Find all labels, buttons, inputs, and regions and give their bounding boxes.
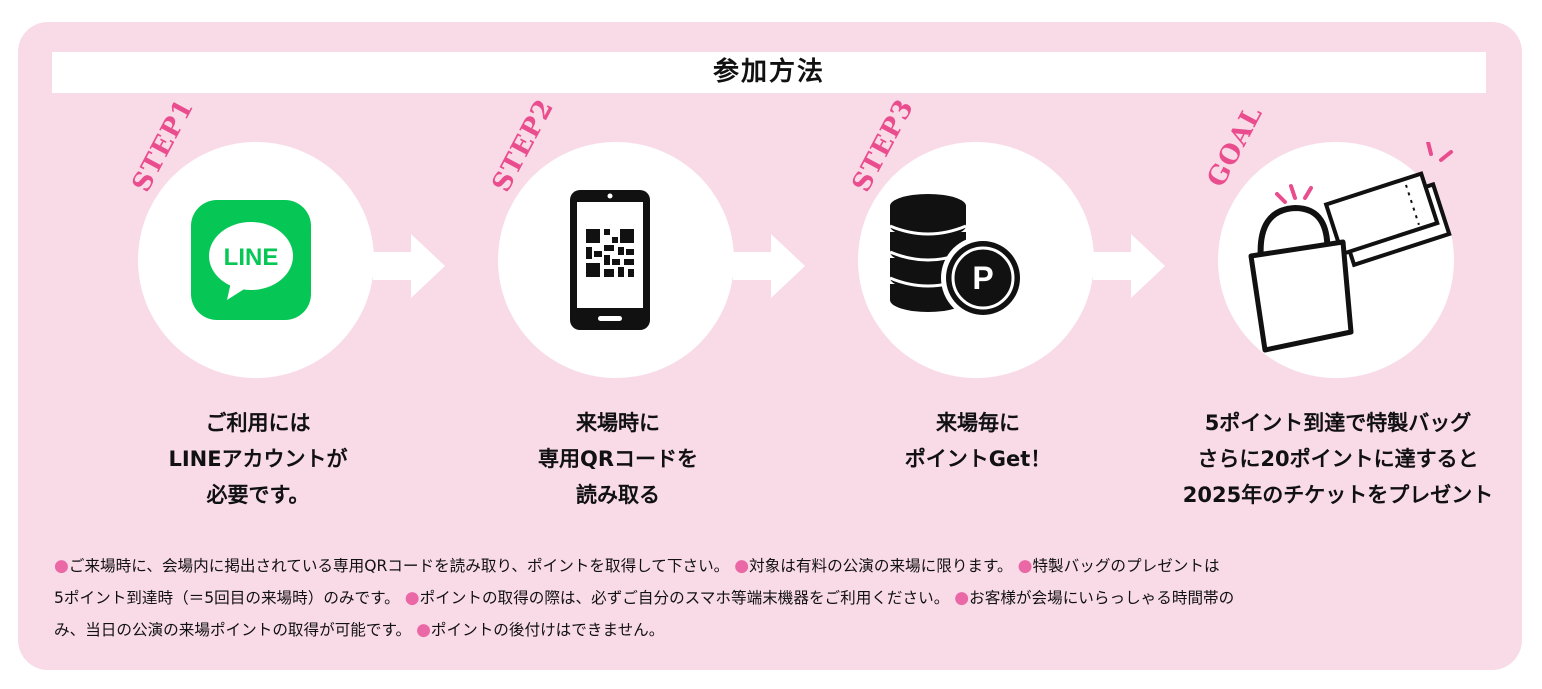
notes-line: み、当日の公演の来場ポイントの取得が可能です。 ●ポイントの後付けはできません。 bbox=[54, 614, 1504, 646]
notes-line: 5ポイント到達時（＝5回目の来場時）のみです。 ●ポイントの取得の際は、必ずご自… bbox=[54, 582, 1504, 614]
section-title: 参加方法 bbox=[52, 52, 1486, 93]
line-app-icon: LINE bbox=[191, 200, 311, 320]
note-text: ご来場時に、会場内に掲出されている専用QRコードを読み取り、ポイントを取得して下… bbox=[68, 557, 730, 575]
bullet-icon: ● bbox=[954, 588, 970, 608]
caption-line: 読み取る bbox=[576, 483, 660, 507]
bag-and-tickets-icon bbox=[1248, 142, 1453, 353]
notes: ●ご来場時に、会場内に掲出されている専用QRコードを読み取り、ポイントを取得して… bbox=[54, 550, 1504, 646]
bullet-icon: ● bbox=[734, 556, 750, 576]
bullet-icon: ● bbox=[1017, 556, 1033, 576]
arrow-right-icon bbox=[733, 234, 805, 298]
note-text: 5ポイント到達時（＝5回目の来場時）のみです。 bbox=[54, 589, 400, 607]
caption-line: ポイントGet！ bbox=[904, 447, 1052, 471]
goal-caption: 5ポイント到達で特製バッグ さらに20ポイントに達すると 2025年のチケットを… bbox=[1143, 405, 1533, 513]
arrow-right-icon bbox=[1093, 234, 1165, 298]
step-3-caption: 来場毎に ポイントGet！ bbox=[783, 405, 1173, 477]
caption-line: 来場毎に bbox=[936, 411, 1020, 435]
arrow-right-icon bbox=[373, 234, 445, 298]
bullet-icon: ● bbox=[404, 588, 420, 608]
point-p-text: P bbox=[972, 260, 993, 296]
step-3: STEP3 P 来場毎に bbox=[783, 94, 1143, 522]
caption-line: 来場時に bbox=[576, 411, 660, 435]
note-text: お客様が会場にいらっしゃる時間帯の bbox=[969, 589, 1235, 607]
note-text: 対象は有料の公演の来場に限ります。 bbox=[749, 557, 1013, 575]
caption-line: さらに20ポイントに達すると bbox=[1197, 447, 1479, 471]
caption-line: LINEアカウントが bbox=[168, 447, 348, 471]
participation-panel: 参加方法 STEP1 LINE ご利用には LINEアカウントが 必要です。 S… bbox=[18, 22, 1522, 670]
caption-line: 必要です。 bbox=[206, 483, 310, 507]
caption-line: ご利用には bbox=[205, 411, 311, 435]
line-icon-text: LINE bbox=[224, 244, 279, 271]
bullet-icon: ● bbox=[416, 620, 431, 640]
notes-line: ●ご来場時に、会場内に掲出されている専用QRコードを読み取り、ポイントを取得して… bbox=[54, 550, 1504, 582]
note-text: み、当日の公演の来場ポイントの取得が可能です。 bbox=[54, 621, 412, 639]
step-goal: GOAL 5ポイント到達で特製バッグ さらに20ポイントに達すると bbox=[1143, 101, 1503, 522]
caption-line: 専用QRコードを bbox=[537, 447, 699, 471]
bullet-icon: ● bbox=[54, 556, 69, 576]
note-text: ポイントの取得の際は、必ずご自分のスマホ等端末機器をご利用ください。 bbox=[419, 589, 950, 607]
step-1-caption: ご利用には LINEアカウントが 必要です。 bbox=[63, 405, 453, 513]
step-1: STEP1 LINE ご利用には LINEアカウントが 必要です。 bbox=[63, 94, 423, 522]
step-2-caption: 来場時に 専用QRコードを 読み取る bbox=[423, 405, 813, 513]
note-text: 特製バッグのプレゼントは bbox=[1032, 557, 1220, 575]
smartphone-qr-icon bbox=[570, 190, 650, 330]
note-text: ポイントの後付けはできません。 bbox=[430, 621, 665, 639]
caption-line: 5ポイント到達で特製バッグ bbox=[1204, 411, 1472, 435]
caption-line: 2025年のチケットをプレゼント bbox=[1182, 483, 1494, 507]
step-2: STEP2 bbox=[423, 94, 783, 522]
coins-point-icon: P bbox=[889, 194, 1025, 320]
